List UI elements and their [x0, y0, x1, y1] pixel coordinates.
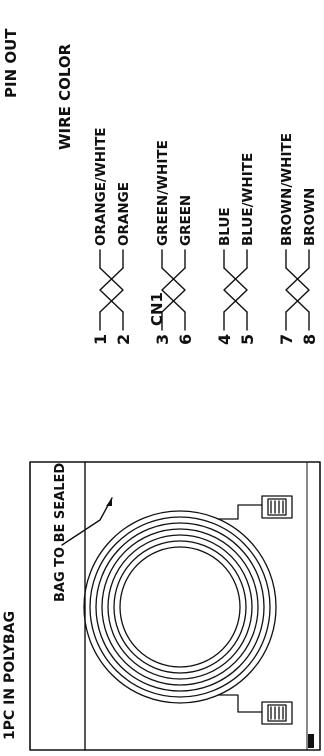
- twisted-pair-icon: [285, 267, 310, 313]
- twisted-pair-icon: [223, 267, 248, 313]
- twisted-pair-icon: [99, 267, 124, 313]
- packaging-section: 1PC IN POLYBAG BAG TO BE SEALED: [2, 461, 321, 751]
- pin-number: 5: [238, 334, 257, 345]
- coiled-cable-icon: [83, 510, 277, 704]
- wire-color-label: GREEN/WHITE: [155, 140, 171, 246]
- wire-row-pin-5: 5 BLUE/WHITE: [238, 153, 257, 345]
- wire-rows: 1 ORANGE/WHITE 2 ORANGE 3 GREEN/WHITE 6 GREEN 4 B…: [91, 128, 319, 346]
- rj45-plug-bottom-icon: [217, 694, 293, 725]
- wire-row-pin-2: 2 ORANGE: [114, 182, 133, 345]
- wire-row-pin-6: 6 GREEN: [176, 195, 195, 345]
- pinout-title: PIN OUT: [2, 28, 20, 98]
- wire-color-header: WIRE COLOR: [56, 43, 74, 150]
- wire-color-label: BROWN: [302, 188, 318, 246]
- polybag-quantity-label: 1PC IN POLYBAG: [2, 611, 18, 740]
- callout-arrowhead: [106, 498, 112, 506]
- pin-number: 7: [277, 334, 296, 345]
- wire-row-pin-7: 7 BROWN/WHITE: [277, 133, 296, 345]
- bag-sealed-callout-label: BAG TO BE SEALED: [53, 463, 68, 602]
- wire-row-pin-4: 4 BLUE: [215, 207, 234, 345]
- pin-number: 4: [215, 334, 234, 345]
- pin-number: 1: [91, 334, 110, 345]
- wire-color-label: BROWN/WHITE: [279, 133, 295, 246]
- pin-number: 6: [176, 334, 195, 345]
- wire-color-label: BLUE: [217, 207, 233, 246]
- twisted-pair-icon: [161, 267, 186, 313]
- callout-leader-line: [61, 497, 113, 546]
- wire-color-label: BLUE/WHITE: [240, 153, 256, 246]
- connector-cn1-label: CN1: [148, 292, 166, 326]
- wire-color-label: ORANGE/WHITE: [93, 128, 109, 247]
- wire-color-label: ORANGE: [116, 182, 132, 246]
- rj45-plug-top-icon: [217, 495, 293, 520]
- pinout-section: PIN OUT WIRE COLOR CN1 1 ORANGE/WHITE 2 ORA…: [2, 28, 319, 345]
- wire-row-pin-8: 8 BROWN: [300, 188, 319, 345]
- wire-row-pin-1: 1 ORANGE/WHITE: [91, 128, 110, 346]
- pin-number: 2: [114, 334, 133, 345]
- polybag-outline: [29, 461, 321, 751]
- wire-row-pin-3: 3 GREEN/WHITE: [153, 140, 172, 345]
- pin-number: 8: [300, 334, 319, 345]
- polybag-tab-mark: [308, 734, 314, 748]
- wire-color-label: GREEN: [178, 195, 194, 246]
- pin-number: 3: [153, 334, 172, 345]
